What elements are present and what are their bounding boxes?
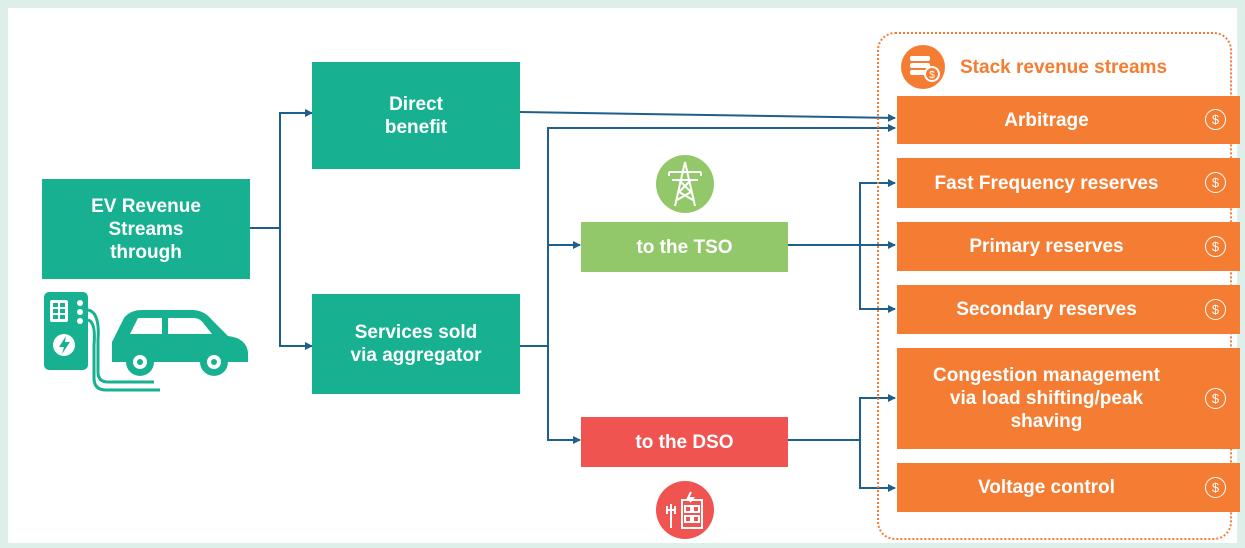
stream-secondary-reserves: Secondary reserves $	[897, 285, 1240, 334]
coin-stack-icon: $	[901, 45, 945, 89]
ev-revenue-streams-box: EV Revenue Streams through	[42, 179, 250, 279]
ev-charger-car-icon	[44, 292, 248, 392]
stream-primary-reserves: Primary reserves $	[897, 222, 1240, 271]
connector-direct-arbitrage	[519, 111, 896, 122]
dso-box: to the DSO	[581, 417, 788, 467]
stream-label: Secondary reserves	[956, 299, 1137, 320]
dollar-coin-icon: $	[1205, 477, 1226, 498]
connector-to-direct	[279, 109, 313, 228]
stream-label: Primary reserves	[969, 236, 1124, 257]
dollar-coin-icon: $	[1205, 109, 1226, 130]
stack-revenue-title: Stack revenue streams	[960, 57, 1168, 78]
tso-label: to the TSO	[636, 236, 733, 258]
dollar-coin-icon: $	[1205, 236, 1226, 257]
services-aggregator-box: Services sold via aggregator	[312, 294, 520, 394]
direct-benefit-box: Direct benefit	[312, 62, 520, 169]
dso-label: to the DSO	[635, 431, 734, 453]
connector-tso-secondary	[859, 245, 896, 313]
stream-label: Voltage control	[978, 477, 1115, 498]
connector-tso-fast	[859, 179, 896, 245]
dollar-coin-icon: $	[1205, 172, 1226, 193]
substation-icon	[656, 481, 714, 539]
ev-revenue-streams-label: EV Revenue Streams through	[91, 195, 201, 263]
connector-dso-voltage	[859, 440, 896, 492]
stream-congestion-management: Congestion management via load shifting/…	[897, 348, 1240, 449]
stream-label: Congestion management via load shifting/…	[933, 365, 1160, 432]
services-aggregator-label: Services sold via aggregator	[350, 322, 482, 366]
connector-aggregator-dso	[547, 346, 581, 444]
stream-label: Fast Frequency reserves	[934, 172, 1159, 194]
stream-label: Arbitrage	[1004, 109, 1089, 131]
direct-benefit-label: Direct benefit	[384, 93, 448, 138]
dollar-coin-icon: $	[1205, 299, 1226, 320]
transmission-tower-icon	[656, 155, 714, 213]
connector-dso-congestion	[859, 394, 896, 440]
tso-box: to the TSO	[581, 222, 788, 272]
stream-fast-frequency-reserves: Fast Frequency reserves $	[897, 158, 1240, 208]
connector-aggregator-arbitrage	[547, 124, 896, 346]
stream-arbitrage: Arbitrage $	[897, 96, 1240, 144]
dollar-coin-icon: $	[1205, 388, 1226, 409]
svg-text:$: $	[929, 70, 935, 81]
connector-to-aggregator	[279, 228, 313, 350]
stream-voltage-control: Voltage control $	[897, 463, 1240, 512]
